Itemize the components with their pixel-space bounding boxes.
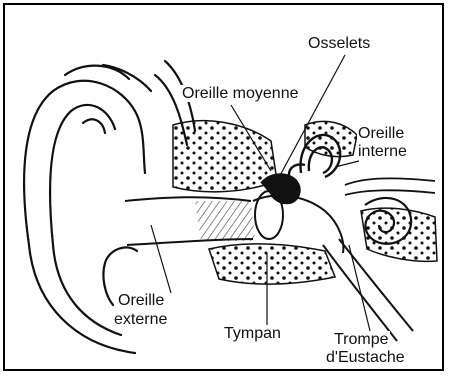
- diagram-frame: Osselets Oreille moyenne Oreille interne…: [3, 3, 444, 371]
- label-tympan: Tympan: [223, 325, 282, 342]
- ear-anatomy-drawing: [5, 5, 444, 371]
- label-oreille-externe-1: Oreille: [117, 292, 165, 309]
- label-osselets: Osselets: [307, 35, 371, 52]
- bone-lower: [209, 244, 335, 284]
- label-oreille-interne-1: Oreille: [357, 125, 405, 142]
- pinna: [24, 61, 195, 353]
- label-oreille-interne-2: interne: [357, 143, 408, 160]
- ear-canal-hair: [195, 201, 255, 241]
- auditory-nerve: [345, 178, 435, 195]
- label-trompe-2: d'Eustache: [325, 349, 406, 366]
- bone-right: [361, 208, 437, 261]
- label-oreille-moyenne: Oreille moyenne: [181, 85, 300, 102]
- label-trompe-1: Trompe: [333, 331, 390, 348]
- ossicle-chain: [261, 174, 300, 203]
- label-oreille-externe-2: externe: [113, 311, 168, 328]
